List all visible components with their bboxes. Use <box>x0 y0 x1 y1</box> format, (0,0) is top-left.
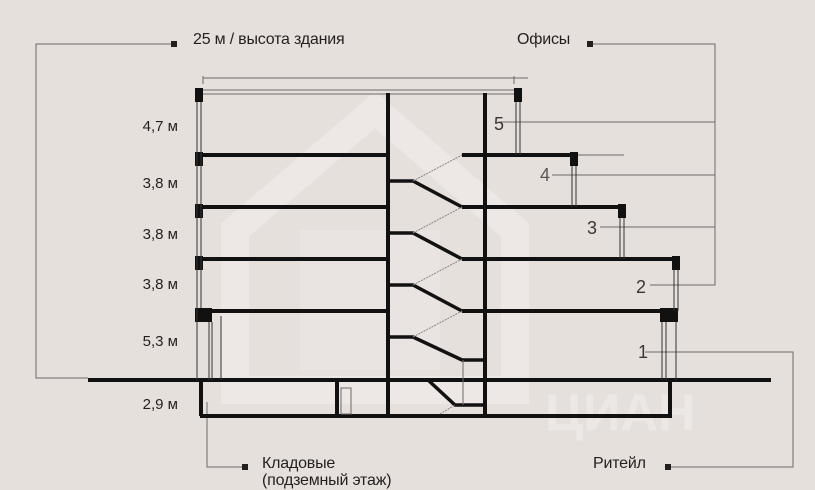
structure <box>197 93 678 418</box>
floor-height-3: 3,8 м <box>142 226 178 243</box>
bracket-marker-icon <box>665 464 671 470</box>
floor-height-4: 3,8 м <box>142 175 178 192</box>
basement-door <box>340 387 352 415</box>
floor-number-5: 5 <box>494 114 505 134</box>
floor-height-2: 3,8 м <box>142 276 178 293</box>
height-bracket <box>35 43 174 379</box>
floor-number-1: 1 <box>638 342 649 362</box>
watermark-text: ЦИАН <box>545 384 695 442</box>
building-height-title: 25 м / высота здания <box>193 31 345 48</box>
bracket-marker-icon <box>587 41 593 47</box>
stair-treads <box>412 154 463 415</box>
bracket-marker-icon <box>171 41 177 47</box>
retail-label: Ритейл <box>593 455 646 472</box>
storage-sublabel: (подземный этаж) <box>262 472 392 489</box>
offices-bracket <box>500 43 716 286</box>
facade-glazing <box>196 102 679 380</box>
roof-lines <box>200 76 528 95</box>
floor-height-5: 4,7 м <box>142 118 178 135</box>
floor-number-3: 3 <box>587 218 598 238</box>
offices-label: Офисы <box>517 31 571 48</box>
floor-height-basement: 2,9 м <box>142 396 178 413</box>
floor-number-2: 2 <box>636 277 647 297</box>
floor-number-4: 4 <box>540 165 551 185</box>
floor-height-1: 5,3 м <box>142 333 178 350</box>
facade-blocks <box>195 88 680 322</box>
storage-label: Кладовые <box>262 455 336 472</box>
bracket-marker-icon <box>242 464 248 470</box>
retail-bracket <box>645 351 794 468</box>
watermark-house-icon <box>221 91 529 404</box>
storage-bracket <box>206 402 244 468</box>
